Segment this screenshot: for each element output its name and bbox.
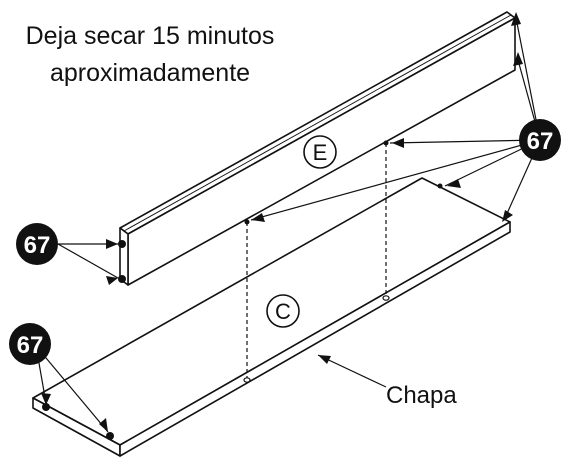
panel-e-letter: E <box>313 140 328 165</box>
dowel <box>244 219 250 225</box>
callout-number: 67 <box>17 332 44 359</box>
panel-c-letter: C <box>275 299 291 324</box>
callout-badge: 67 <box>519 119 561 161</box>
dowel <box>383 140 389 146</box>
dowel <box>118 240 126 248</box>
arrowheads <box>41 12 523 432</box>
callout-badge: 67 <box>16 223 58 265</box>
instruction-line-1: Deja secar 15 minutos <box>25 22 275 50</box>
dowel <box>118 275 126 283</box>
panel-e-label: E <box>303 135 337 169</box>
callout-number: 67 <box>527 128 554 155</box>
hole <box>243 377 251 383</box>
part-label: Chapa <box>386 382 457 409</box>
dowel <box>437 183 443 189</box>
panel-c-label: C <box>266 294 300 328</box>
callout-badge: 67 <box>9 323 51 365</box>
hole <box>382 295 390 301</box>
callout-number: 67 <box>24 232 51 259</box>
instruction-line-2: aproximadamente <box>49 59 251 87</box>
dowel <box>106 432 114 440</box>
dowel <box>42 403 50 411</box>
alignment-lines <box>246 143 387 378</box>
